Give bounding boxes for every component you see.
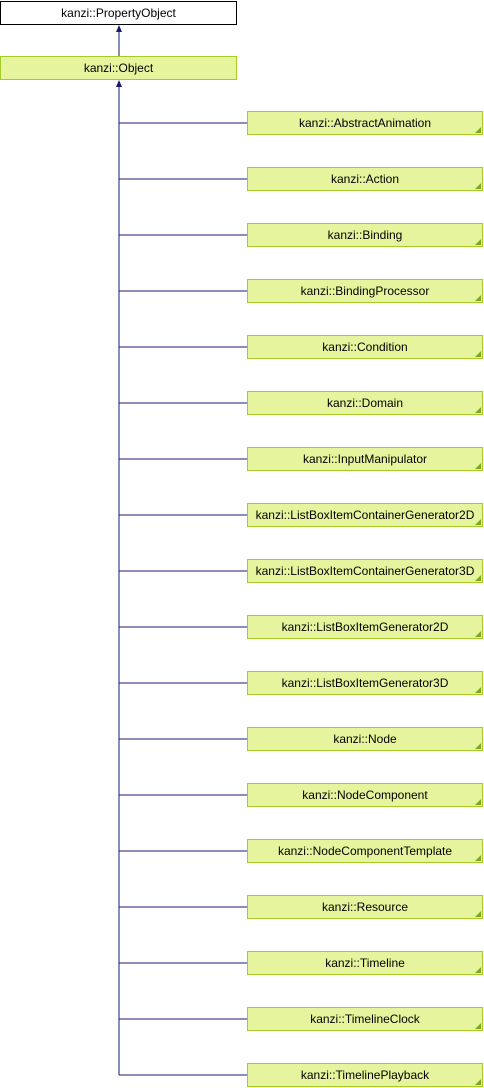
node-child-14[interactable]: kanzi::Resource bbox=[247, 895, 483, 919]
edge-group bbox=[116, 25, 247, 1076]
node-child-0[interactable]: kanzi::AbstractAnimation bbox=[247, 111, 483, 135]
node-child-7[interactable]: kanzi::ListBoxItemContainerGenerator2D bbox=[247, 503, 483, 527]
node-child-5[interactable]: kanzi::Domain bbox=[247, 391, 483, 415]
node-child-13[interactable]: kanzi::NodeComponentTemplate bbox=[247, 839, 483, 863]
arrowhead-object bbox=[116, 80, 122, 87]
arrowhead-propertyobject bbox=[116, 25, 122, 32]
node-child-10[interactable]: kanzi::ListBoxItemGenerator3D bbox=[247, 671, 483, 695]
node-child-15[interactable]: kanzi::Timeline bbox=[247, 951, 483, 975]
node-child-6[interactable]: kanzi::InputManipulator bbox=[247, 447, 483, 471]
node-child-8[interactable]: kanzi::ListBoxItemContainerGenerator3D bbox=[247, 559, 483, 583]
node-child-11[interactable]: kanzi::Node bbox=[247, 727, 483, 751]
node-child-16[interactable]: kanzi::TimelineClock bbox=[247, 1007, 483, 1031]
node-child-9[interactable]: kanzi::ListBoxItemGenerator2D bbox=[247, 615, 483, 639]
node-property-object[interactable]: kanzi::PropertyObject bbox=[0, 1, 237, 25]
node-child-4[interactable]: kanzi::Condition bbox=[247, 335, 483, 359]
node-child-1[interactable]: kanzi::Action bbox=[247, 167, 483, 191]
node-child-3[interactable]: kanzi::BindingProcessor bbox=[247, 279, 483, 303]
node-child-17[interactable]: kanzi::TimelinePlayback bbox=[247, 1063, 483, 1087]
node-child-12[interactable]: kanzi::NodeComponent bbox=[247, 783, 483, 807]
node-object[interactable]: kanzi::Object bbox=[0, 56, 237, 80]
node-child-2[interactable]: kanzi::Binding bbox=[247, 223, 483, 247]
